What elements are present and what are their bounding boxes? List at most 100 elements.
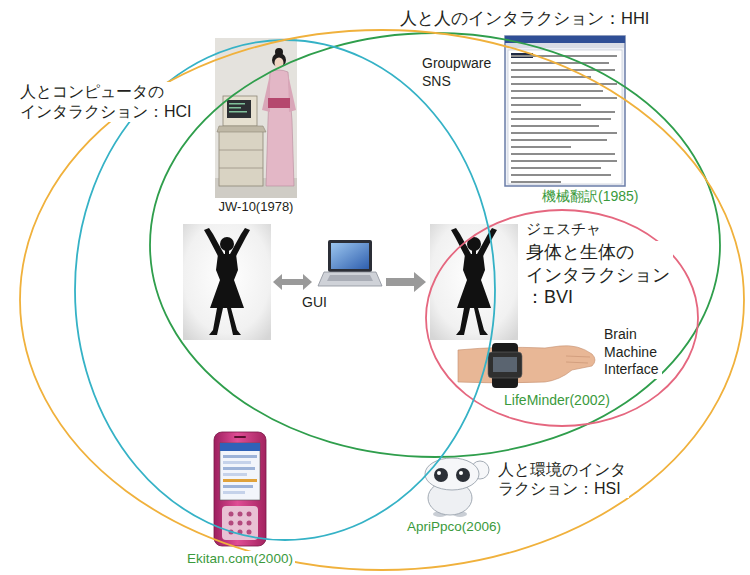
jw10-photo-part [219,130,263,186]
label-holder: JW-10(1978) [217,200,296,215]
service-label: SNS [420,73,453,89]
title-holder: 人と環境のインタ ラクション：HSI [496,460,629,498]
mobile-phone-part [234,436,246,438]
mobile-phone-part [223,467,255,470]
translation-screenshot-part [511,118,611,120]
jw10-photo-part [227,100,251,118]
apripoco-robot-part [437,471,441,475]
label-holder: ApriPpco(2006) [405,519,503,535]
label-holder: GUI [300,294,329,310]
jw10-photo-part [268,98,290,108]
mobile-phone-part [247,512,252,517]
gesture-silhouette [430,224,518,340]
laptop [318,240,382,286]
mobile-phone-part [220,443,260,500]
translation-screenshot-part [511,181,561,183]
translation-screenshot-part [511,167,601,169]
wrist-device-part [492,343,518,388]
translation-screenshot-part [511,97,617,99]
mobile-phone-part [229,521,234,526]
translation-screenshot-part [511,111,615,113]
service-label: Groupware [420,55,493,71]
translation-screenshot-part [511,153,615,155]
translation-screenshot-part [505,36,625,43]
translation-screenshot-part [511,160,617,162]
laptop-part [328,240,372,272]
apripoco-robot-part [456,468,470,482]
jw10-photo-part [215,38,297,198]
mobile-phone-part [220,443,260,451]
wrist-device-part [493,357,517,372]
mobile-phone-part [223,491,245,494]
mobile-phone-part [223,479,257,482]
ellipse-line [426,210,698,426]
mobile-phone-part [238,521,243,526]
title-holder: 身体と生体の インタラクション ：BVI [524,241,673,309]
jw10-photo-part [219,150,263,151]
label-holder: 機械翻訳(1985) [540,188,640,204]
jw10-photo [215,38,297,198]
wrist-device-part [566,362,588,363]
title-holder: 人と人のインタラクション：HHI [398,9,651,29]
label-holder: Ekitan.com(2000) [185,551,295,567]
ellipse-line [150,33,720,457]
gui-arrows [273,272,426,292]
translation-screenshot-part [511,76,591,78]
translation-screenshot-part [511,90,603,92]
wrist-device-part [458,346,595,383]
laptop-part [327,275,373,281]
product-caption: LifeMinder(2002) [502,392,612,408]
translation-screenshot-part [511,125,599,127]
apripoco-robot-part [434,468,448,482]
wrist-device [458,343,595,388]
label-holder: Groupware [420,55,493,71]
region-title: 人と環境のインタ ラクション：HSI [496,460,629,498]
translation-screenshot-part [511,174,611,176]
gui-arrows-part [273,274,312,290]
label-holder: Brain Machine Interface [602,326,662,379]
product-caption: 機械翻訳(1985) [540,188,640,204]
mobile-phone-part [223,461,251,464]
laptop-part [331,243,369,269]
mobile-phone-part [238,512,243,517]
translation-screenshot-part [511,62,609,64]
jw10-photo-part [229,111,247,113]
product-caption: ApriPpco(2006) [405,519,503,535]
wrist-device-part [566,356,590,357]
keyword-label: GUI [300,294,329,310]
mobile-phone-part [223,473,247,476]
product-caption: JW-10(1978) [217,200,296,215]
jw10-photo-part [219,168,263,169]
region-title: 人とコンピュータの インタラクション：HCI [18,82,195,122]
mobile-phone-part [247,521,252,526]
translation-screenshot-part [505,36,625,186]
region-title: 身体と生体の インタラクション ：BVI [524,241,673,309]
translation-screenshot-part [511,132,617,134]
translation-screenshot-part [511,139,607,141]
label-holder: LifeMinder(2002) [502,392,612,408]
label-holder: SNS [420,73,453,89]
ellipse-line [20,30,744,570]
product-caption: Ekitan.com(2000) [185,551,295,567]
jw10-photo-part [229,107,241,109]
title-holder: 人とコンピュータの インタラクション：HCI [18,82,195,122]
mobile-phone-part [247,530,252,535]
gesture-silhouette [183,224,271,340]
label-holder: ジェスチャ [524,220,603,237]
gui-arrows-part [386,272,426,292]
apripoco-robot-part [425,458,479,490]
keyword-label: Brain Machine Interface [602,326,662,379]
mobile-phone-part [223,455,257,458]
laptop-part [318,272,382,286]
jw10-photo-part [229,103,245,105]
wrist-device-part [488,352,522,378]
keyword-label: ジェスチャ [524,220,603,237]
mobile-phone-part [229,512,234,517]
hhi-region: 人と人のインタラクション：HHI身体と生体の インタラクション ：BVI [150,33,720,457]
hci-region: 人とコンピュータの インタラクション：HCI [75,40,495,540]
apripoco-robot-part [459,471,463,475]
translation-screenshot-part [511,146,571,148]
mobile-phone-part [223,485,253,488]
